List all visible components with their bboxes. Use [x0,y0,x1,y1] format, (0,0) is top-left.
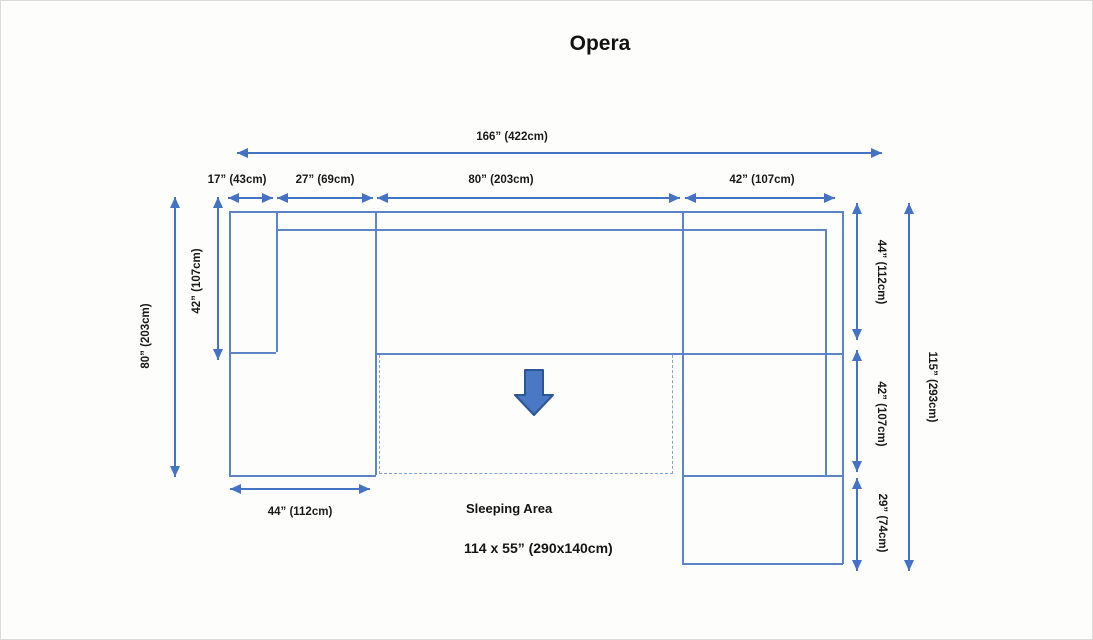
dim-right-44-label: 44” (112cm) [875,239,887,305]
ottoman-top-line [682,475,843,477]
dim-right-44-arrow [852,203,862,340]
dim-seg-27-arrow [277,193,373,203]
dim-right-42-arrow [852,350,862,472]
fold-out-down-arrow-icon [514,369,554,416]
dim-right-29-arrow [852,478,862,571]
backrest-inner-line [276,229,825,231]
page-title: Opera [569,32,631,55]
sleeping-area-size: 114 x 55” (290x140cm) [464,540,613,556]
right-arm-inner-line [825,229,827,475]
sleeping-area-dashed-left [379,355,380,474]
sleeping-area-label: Sleeping Area [466,501,553,516]
dim-bottom-44-label: 44” (112cm) [267,506,333,518]
dim-left-42-arrow [213,197,223,360]
down-arrow-shape [514,369,554,416]
left-section-divider-line [375,211,377,475]
dim-total-width-label: 166” (422cm) [476,131,548,143]
dim-bottom-44-arrow [230,484,370,494]
dim-left-80-arrow [170,197,180,477]
dim-seg-80-label: 80” (203cm) [468,174,534,186]
ottoman-bottom-line [682,563,843,565]
dim-right-29-label: 29” (74cm) [876,493,888,553]
sofa-outline-right [842,211,844,564]
sleeping-area-dashed-bottom [379,473,673,474]
bottom-left-edge-line [229,475,376,477]
dim-right-115-arrow [904,203,914,571]
dim-left-80-label: 80” (203cm) [140,303,152,369]
right-section-divider-line [682,211,684,563]
sleeping-area-dashed-right [672,355,673,474]
dim-seg-17-label: 17” (43cm) [207,174,267,186]
dim-seg-17-arrow [228,193,273,203]
left-arm-divider-line [276,211,278,352]
dim-seg-42-arrow [685,193,835,203]
dim-seg-80-arrow [377,193,680,203]
dim-seg-42-label: 42” (107cm) [729,174,795,186]
dim-right-42-label: 42” (107cm) [875,381,887,447]
dim-left-42-label: 42” (107cm) [191,248,203,314]
dim-seg-27-label: 27” (69cm) [295,174,355,186]
left-arm-bottom-line [229,352,276,354]
seat-front-line [375,353,843,355]
dim-total-width-arrow [237,148,882,158]
dim-right-115-label: 115” (293cm) [926,351,938,423]
sofa-outline-top [229,211,843,213]
sofa-outline-left [229,211,231,475]
